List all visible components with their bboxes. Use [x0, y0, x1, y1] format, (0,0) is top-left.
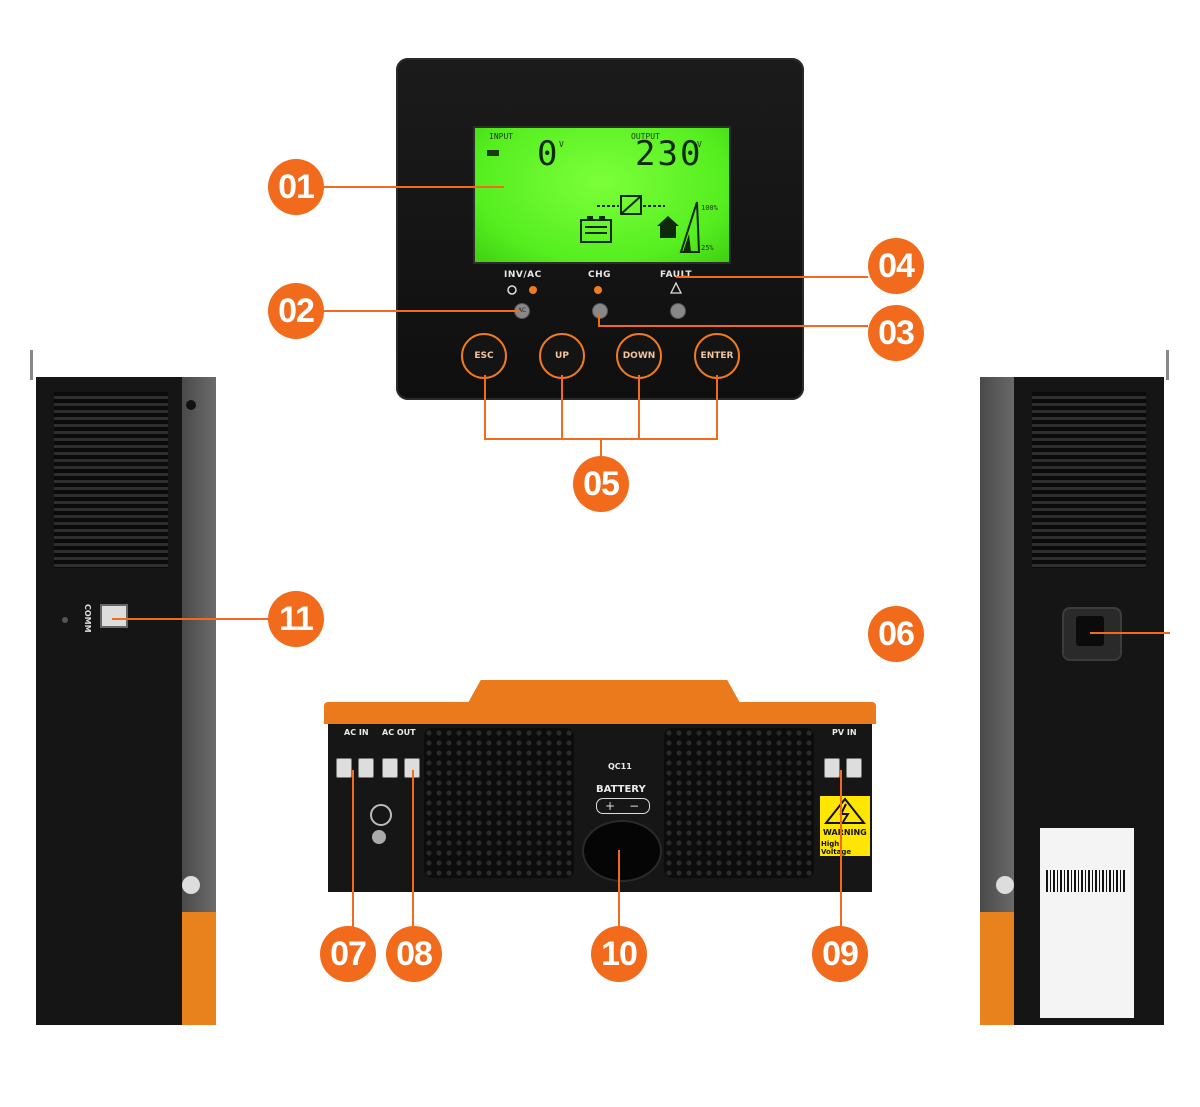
callout-line-05-stem	[600, 438, 602, 458]
fan-grill-left	[424, 728, 574, 878]
left-tower-hook	[30, 350, 33, 380]
barcode	[1046, 870, 1126, 892]
left-tower-side	[182, 377, 216, 917]
warning-icon	[670, 282, 682, 294]
left-tower-orange-strip	[182, 912, 216, 1025]
sun-icon	[507, 285, 517, 295]
callout-06: 06	[868, 606, 924, 662]
up-button[interactable]: UP	[539, 333, 585, 379]
enter-button[interactable]: ENTER	[694, 333, 740, 379]
battery-polarity: +−	[596, 798, 650, 814]
callout-10: 10	[591, 926, 647, 982]
inv-ac-label: INV/AC	[504, 270, 542, 280]
chg-label: CHG	[588, 270, 612, 280]
inv-ac-led	[529, 286, 537, 294]
inverter-bottom-view: AC IN AC OUT QC11 BATTERY +− PV IN WARNI…	[324, 680, 876, 894]
right-tower-hook	[1166, 350, 1169, 380]
right-tower-side	[980, 377, 1016, 917]
fault-indicator	[670, 303, 686, 319]
callout-line-09	[840, 770, 842, 928]
callout-11: 11	[268, 591, 324, 647]
callout-line-02	[322, 310, 520, 312]
callout-08: 08	[386, 926, 442, 982]
screw	[186, 400, 196, 410]
callout-line-04	[676, 276, 868, 278]
lcd-input-unit: V	[559, 140, 564, 149]
callout-09: 09	[812, 926, 868, 982]
chg-indicator	[592, 303, 608, 319]
home-load-icon	[657, 216, 679, 238]
battery-icon	[580, 216, 612, 243]
callout-05: 05	[573, 456, 629, 512]
right-tower-orange-strip	[980, 912, 1016, 1025]
qc-label: QC11	[608, 762, 632, 771]
callout-line-03	[598, 325, 868, 327]
lcd-input-label: INPUT	[489, 132, 514, 141]
ground-screw[interactable]	[372, 830, 386, 844]
pv-in-terminal[interactable]	[824, 758, 840, 778]
callout-03: 03	[868, 305, 924, 361]
ac-out-label: AC OUT	[382, 728, 416, 737]
cover-edge	[324, 702, 876, 724]
ac-in-label: AC IN	[344, 728, 369, 737]
callout-line-11	[112, 618, 270, 620]
callout-01: 01	[268, 159, 324, 215]
battery-cable-gland[interactable]	[582, 820, 662, 882]
comm-label: COMM	[83, 604, 92, 633]
lcd-output-value: 230	[635, 134, 703, 174]
pv-in-label: PV IN	[832, 728, 857, 737]
ground-icon	[370, 804, 392, 826]
inverter-icon	[597, 195, 665, 215]
lcd-output-unit: V	[697, 140, 702, 149]
callout-07: 07	[320, 926, 376, 982]
battery-level-icon	[679, 201, 701, 253]
esc-button[interactable]: ESC	[461, 333, 507, 379]
control-panel: INPUT OUTPUT 0 V 230 V 100% 25	[396, 58, 804, 400]
callout-line-03-stem	[598, 313, 600, 326]
callout-line-07	[352, 770, 354, 928]
screw	[996, 876, 1014, 894]
callout-line-05-d	[716, 375, 718, 439]
lcd-display: INPUT OUTPUT 0 V 230 V 100% 25	[473, 126, 731, 264]
ac-in-terminal[interactable]	[358, 758, 374, 778]
callout-line-05-b	[561, 375, 563, 439]
right-tower-vent	[1032, 392, 1146, 568]
comm-port[interactable]	[100, 604, 128, 628]
ac-in-terminal[interactable]	[336, 758, 352, 778]
callout-line-06	[1090, 632, 1170, 634]
screw	[62, 617, 68, 623]
screw	[182, 876, 200, 894]
warning-subtitle: High Voltage	[821, 840, 852, 856]
fan-grill-right	[664, 728, 814, 878]
callout-line-10	[618, 850, 620, 928]
left-tower-vent	[54, 392, 168, 568]
battery-100-label: 100%	[701, 204, 718, 212]
warning-sticker: WARNING High Voltage	[820, 796, 870, 856]
battery-label: BATTERY	[596, 784, 646, 795]
ac-out-terminal[interactable]	[382, 758, 398, 778]
pv-in-terminal[interactable]	[846, 758, 862, 778]
callout-02: 02	[268, 283, 324, 339]
chg-led	[594, 286, 602, 294]
callout-line-05-a	[484, 375, 486, 439]
warning-title: WARNING	[823, 828, 867, 837]
callout-line-01	[320, 186, 504, 188]
lcd-output-label: OUTPUT	[631, 132, 660, 141]
callout-04: 04	[868, 238, 924, 294]
power-switch[interactable]	[1076, 616, 1104, 646]
spec-label	[1040, 828, 1134, 1018]
down-button[interactable]: DOWN	[616, 333, 662, 379]
lcd-input-value: 0	[537, 134, 560, 174]
fault-label: FAULT	[660, 270, 692, 280]
high-voltage-icon	[823, 797, 867, 824]
callout-line-08	[412, 770, 414, 928]
battery-25-label: 25%	[701, 244, 714, 252]
ac-icon	[487, 150, 499, 156]
callout-line-05-c	[638, 375, 640, 439]
